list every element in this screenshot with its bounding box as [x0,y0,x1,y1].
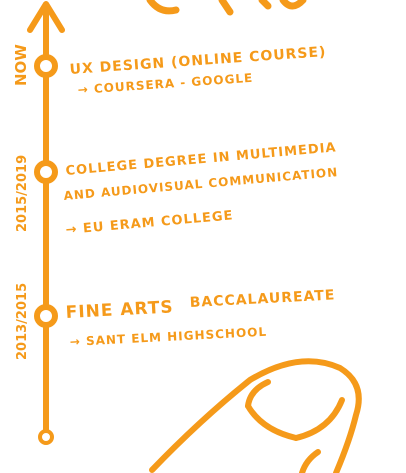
entry-detail-eram: → EU ERAM COLLEGE [65,208,234,238]
timeline-node-2015-2019 [34,160,58,184]
end-node-icon [38,429,54,445]
pointing-finger-illustration [149,358,362,473]
period-label-now: NOW [12,44,30,86]
timeline-node-2013-2015 [34,304,58,328]
heading-fragment [146,0,307,16]
period-label-2013-2015: 2013/2015 [15,283,30,360]
arrow-up-icon [27,1,65,33]
entry-title-baccalaureate: BACCALAUREATE [189,287,335,311]
entry-title-ux-design: UX DESIGN (ONLINE COURSE) [69,44,327,78]
period-label-2015-2019: 2015/2019 [15,155,30,232]
timeline-node-now [34,54,58,78]
entry-title-fine-arts: FINE ARTS [65,297,174,323]
entry-detail-sant-elm: → SANT ELM HIGHSCHOOL [69,325,267,349]
